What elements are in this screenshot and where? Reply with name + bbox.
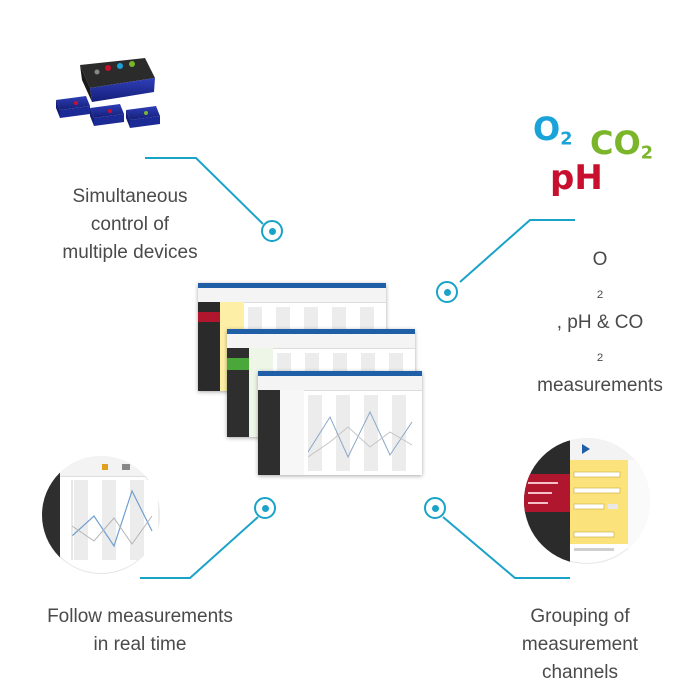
target-marker-top-left	[261, 220, 283, 242]
software-screens-icon	[195, 283, 425, 475]
o2-symbol: O2	[533, 110, 573, 150]
connector-top-left	[145, 157, 264, 225]
caption-grouping-channels: Grouping of measurement channels	[521, 606, 639, 683]
connector-top-right	[459, 219, 575, 283]
channel-group-zoom-icon	[524, 438, 650, 564]
caption-multiple-devices: Simultaneous control of multiple devices	[62, 186, 198, 263]
target-marker-top-right	[436, 281, 458, 303]
target-marker-bottom-right	[424, 497, 446, 519]
co2-symbol: CO2	[590, 124, 653, 164]
realtime-plot-zoom-icon	[42, 456, 160, 574]
ph-symbol: pH	[550, 158, 603, 198]
caption-real-time: Follow measurements in real time	[47, 606, 233, 655]
app-window-front	[258, 371, 422, 475]
devices-photo-icon	[56, 58, 160, 128]
connector-bottom-right	[442, 516, 570, 579]
target-marker-bottom-left	[254, 497, 276, 519]
connector-bottom-left	[140, 516, 259, 579]
